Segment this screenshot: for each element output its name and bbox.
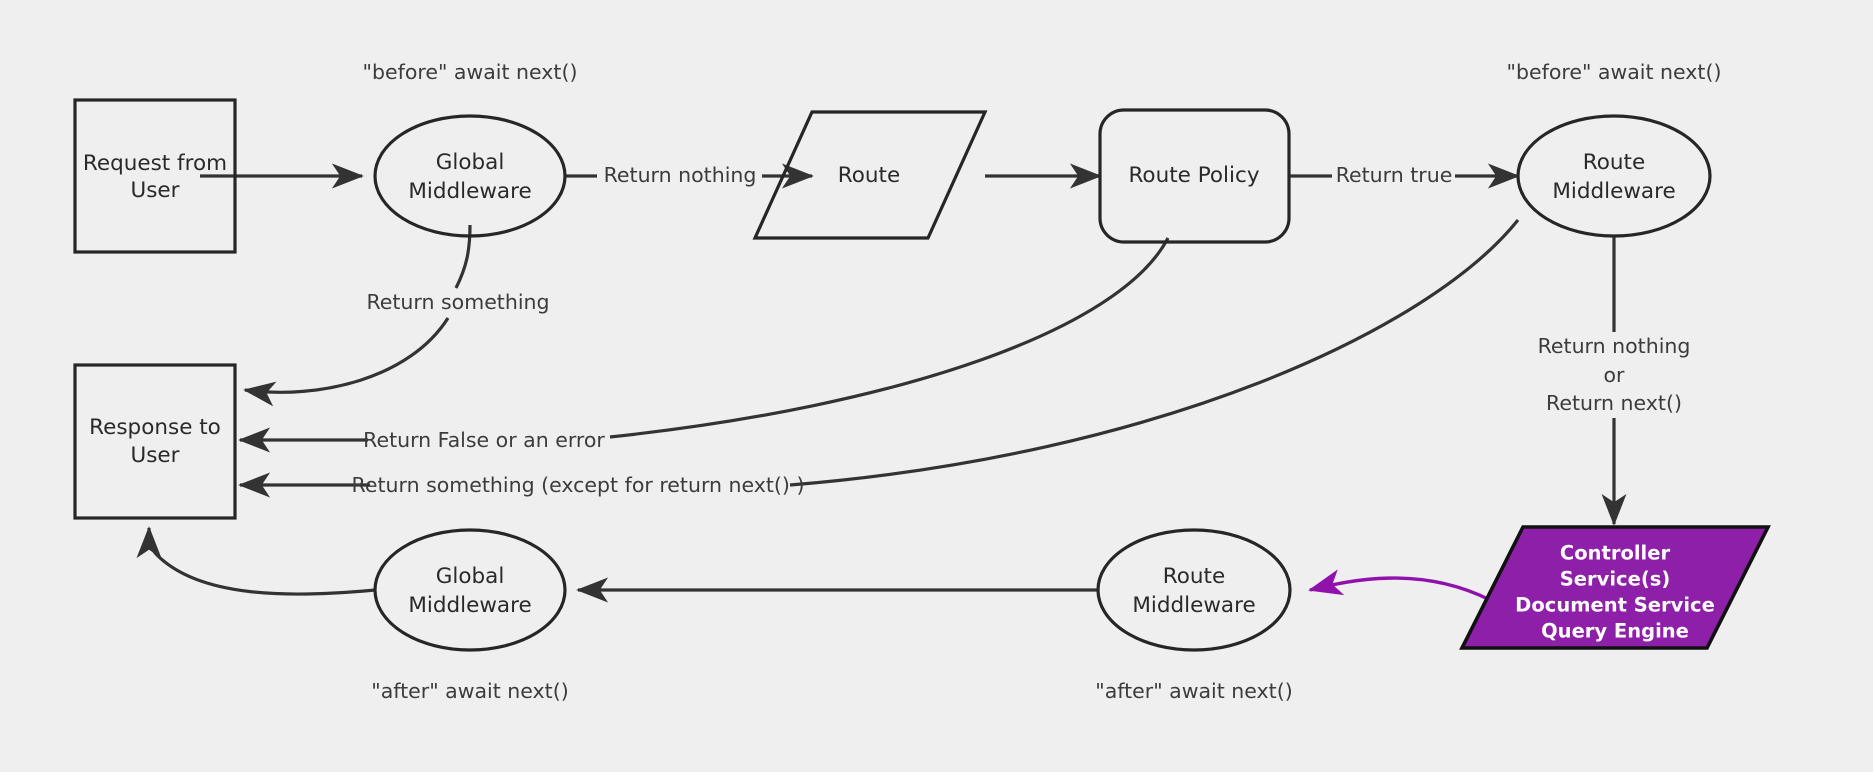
- edge-label-return-something: Return something: [366, 290, 549, 314]
- edge-controller-to-route-middleware-bottom: [1308, 569, 1491, 602]
- node-route-middleware-bottom[interactable]: Route Middleware: [1096, 528, 1292, 652]
- node-route[interactable]: Route: [752, 110, 988, 240]
- route-policy-shape: [1098, 108, 1291, 244]
- edge-global-middleware-bottom-to-response: [136, 526, 376, 596]
- route-label: Route: [838, 163, 900, 188]
- edge-route-middleware-return-something-curve: [789, 218, 1520, 487]
- route-shape: [752, 110, 988, 240]
- annotation-before-await-next-global: "before" await next(): [363, 60, 578, 84]
- route-middleware-top-shape: [1516, 114, 1712, 238]
- node-route-policy[interactable]: Route Policy: [1098, 108, 1291, 244]
- route-policy-label: Route Policy: [1128, 163, 1259, 188]
- node-route-middleware-top[interactable]: Route Middleware: [1516, 114, 1712, 238]
- request-from-user-label-line1: Request from: [83, 151, 227, 176]
- request-from-user-label-line2: User: [130, 178, 179, 203]
- controller-services-label-line2: Service(s): [1560, 568, 1671, 591]
- route-middleware-top-label-line1: Route: [1583, 150, 1645, 175]
- annotation-before-await-next-route-middleware: "before" await next(): [1507, 60, 1722, 84]
- edge-global-middleware-return-something-upper: [454, 224, 472, 289]
- node-global-middleware-top[interactable]: Global Middleware: [373, 114, 567, 238]
- edge-label-return-something-except: Return something (except for return next…: [352, 473, 805, 497]
- global-middleware-bottom-label-line1: Global: [436, 564, 505, 589]
- global-middleware-top-shape: [373, 114, 567, 238]
- request-from-user-shape: [73, 98, 237, 254]
- controller-services-label-line3: Document Service: [1515, 594, 1715, 617]
- edge-global-middleware-return-something-lower: [243, 317, 450, 407]
- route-middleware-top-label-line2: Middleware: [1552, 179, 1675, 204]
- node-request-from-user[interactable]: Request from User: [73, 98, 237, 254]
- node-response-to-user[interactable]: Response to User: [73, 363, 237, 520]
- edge-label-return-nothing: Return nothing: [604, 163, 757, 187]
- edge-route-policy-return-false-curve: [609, 237, 1170, 439]
- global-middleware-top-label-line2: Middleware: [408, 179, 531, 204]
- response-to-user-label-line2: User: [130, 443, 179, 468]
- route-middleware-bottom-label-line2: Middleware: [1132, 593, 1255, 618]
- controller-services-label-line1: Controller: [1560, 542, 1671, 565]
- edge-label-return-true: Return true: [1336, 163, 1453, 187]
- global-middleware-top-label-line1: Global: [436, 150, 505, 175]
- node-global-middleware-bottom[interactable]: Global Middleware: [373, 528, 567, 652]
- controller-services-label-line4: Query Engine: [1541, 620, 1689, 643]
- response-to-user-label-line1: Response to: [89, 415, 221, 440]
- edge-label-return-false-or-error: Return False or an error: [363, 428, 605, 452]
- edge-label-return-nothing-or-next-line2: or: [1604, 363, 1626, 387]
- response-to-user-shape: [73, 363, 237, 520]
- node-controller-services[interactable]: Controller Service(s) Document Service Q…: [1459, 525, 1771, 650]
- route-middleware-bottom-shape: [1096, 528, 1292, 652]
- global-middleware-bottom-shape: [373, 528, 567, 652]
- annotation-after-await-next-global: "after" await next(): [371, 679, 568, 703]
- edge-label-return-nothing-or-next-line3: Return next(): [1546, 391, 1682, 415]
- controller-services-shape: [1459, 525, 1771, 650]
- global-middleware-bottom-label-line2: Middleware: [408, 593, 531, 618]
- route-middleware-bottom-label-line1: Route: [1163, 564, 1225, 589]
- annotation-after-await-next-route-middleware: "after" await next(): [1095, 679, 1292, 703]
- edge-label-return-nothing-or-next-line1: Return nothing: [1538, 334, 1691, 358]
